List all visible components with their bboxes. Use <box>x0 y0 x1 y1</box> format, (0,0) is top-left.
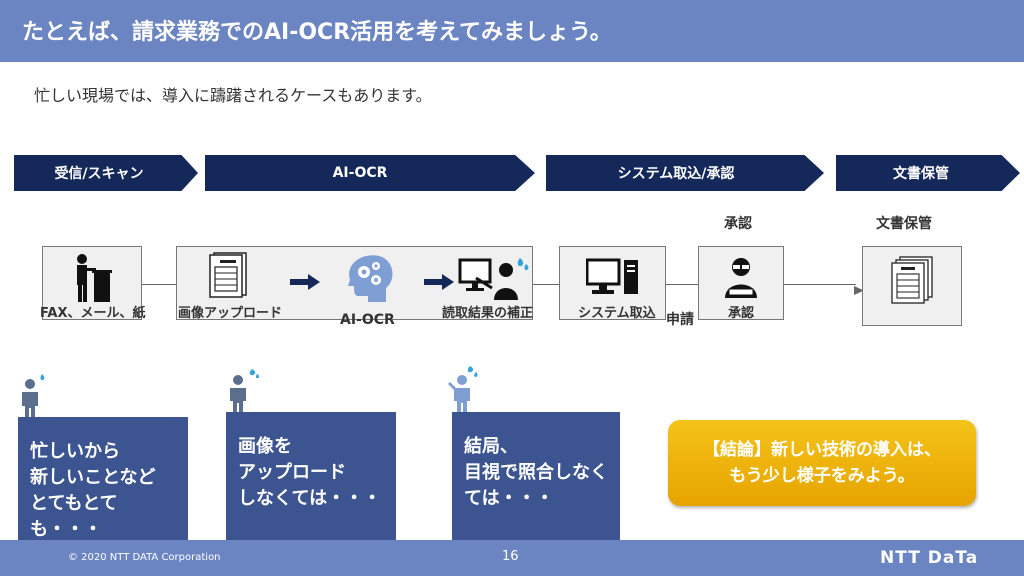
footer-bar <box>0 540 1024 576</box>
conclusion-line: もう少し様子をみよう。 <box>729 466 915 486</box>
ai-ocr-label: AI-OCR <box>340 312 395 328</box>
fax-label: FAX、メール、紙 <box>40 306 146 321</box>
correction-label: 読取結果の補正 <box>442 306 534 321</box>
storage-heading: 文書保管 <box>876 216 932 232</box>
stacked-documents-icon <box>888 256 936 310</box>
note-visual-check: 結局、 目視で照合しなく ては・・・ <box>452 412 620 540</box>
conclusion-line: 【結論】新しい技術の導入は、 <box>703 440 941 460</box>
note-line: とてもとても・・・ <box>30 493 118 540</box>
flow-connector <box>784 284 856 285</box>
slide-title: たとえば、請求業務でのAI-OCR活用を考えてみましょう。 <box>22 20 612 45</box>
arrow-head <box>854 280 864 299</box>
approval-heading: 承認 <box>724 216 752 232</box>
arrow-right-icon <box>424 274 454 294</box>
copyright: © 2020 NTT DATA Corporation <box>68 552 221 563</box>
apply-label: 申請 <box>666 312 694 328</box>
page-number: 16 <box>502 549 519 564</box>
fax-box <box>42 246 142 320</box>
step-system-approval: システム取込/承認 <box>546 155 824 191</box>
note-upload: 画像を アップロード しなくては・・・ <box>226 412 396 540</box>
flow-connector <box>666 284 698 285</box>
note-busy: 忙しいから 新しいことなど とてもとても・・・ <box>18 417 188 540</box>
step-label: 受信/スキャン <box>54 166 144 182</box>
note-line: 結局、 <box>464 436 518 457</box>
conclusion-box: 【結論】新しい技術の導入は、 もう少し様子をみよう。 <box>668 420 976 506</box>
step-ai-ocr: AI-OCR <box>205 155 535 191</box>
person-copier-icon <box>70 252 112 308</box>
flow-connector <box>533 284 559 285</box>
note-line: 画像を <box>238 436 292 457</box>
note-line: しなくては・・・ <box>238 488 382 509</box>
approver-person-icon <box>722 256 760 302</box>
step-label: 文書保管 <box>893 166 949 182</box>
step-label: AI-OCR <box>332 165 388 181</box>
step-label: システム取込/承認 <box>617 166 735 182</box>
step-storage: 文書保管 <box>836 155 1020 191</box>
note-line: 新しいことなど <box>30 467 156 488</box>
worried-person-icon <box>446 362 482 418</box>
title-bar <box>0 0 1024 62</box>
worried-person-icon <box>18 372 50 424</box>
note-line: ては・・・ <box>464 488 554 509</box>
ai-brain-icon <box>340 250 396 314</box>
step-receive-scan: 受信/スキャン <box>14 155 198 191</box>
note-line: 忙しいから <box>30 441 120 462</box>
company-logo: NTT DaTa <box>880 548 979 568</box>
system-label: システム取込 <box>578 306 656 321</box>
worried-person-icon <box>226 366 262 418</box>
arrow-right-icon <box>290 274 320 294</box>
approve-label: 承認 <box>728 306 755 321</box>
note-line: アップロード <box>238 462 346 483</box>
upload-label: 画像アップロード <box>178 306 283 321</box>
worker-monitor-icon <box>458 254 532 304</box>
document-icon <box>206 252 248 302</box>
flow-connector <box>142 284 176 285</box>
slide-subtitle: 忙しい現場では、導入に躊躇されるケースもあります。 <box>34 86 432 105</box>
computer-icon <box>585 258 640 302</box>
note-line: 目視で照合しなく <box>464 462 608 483</box>
